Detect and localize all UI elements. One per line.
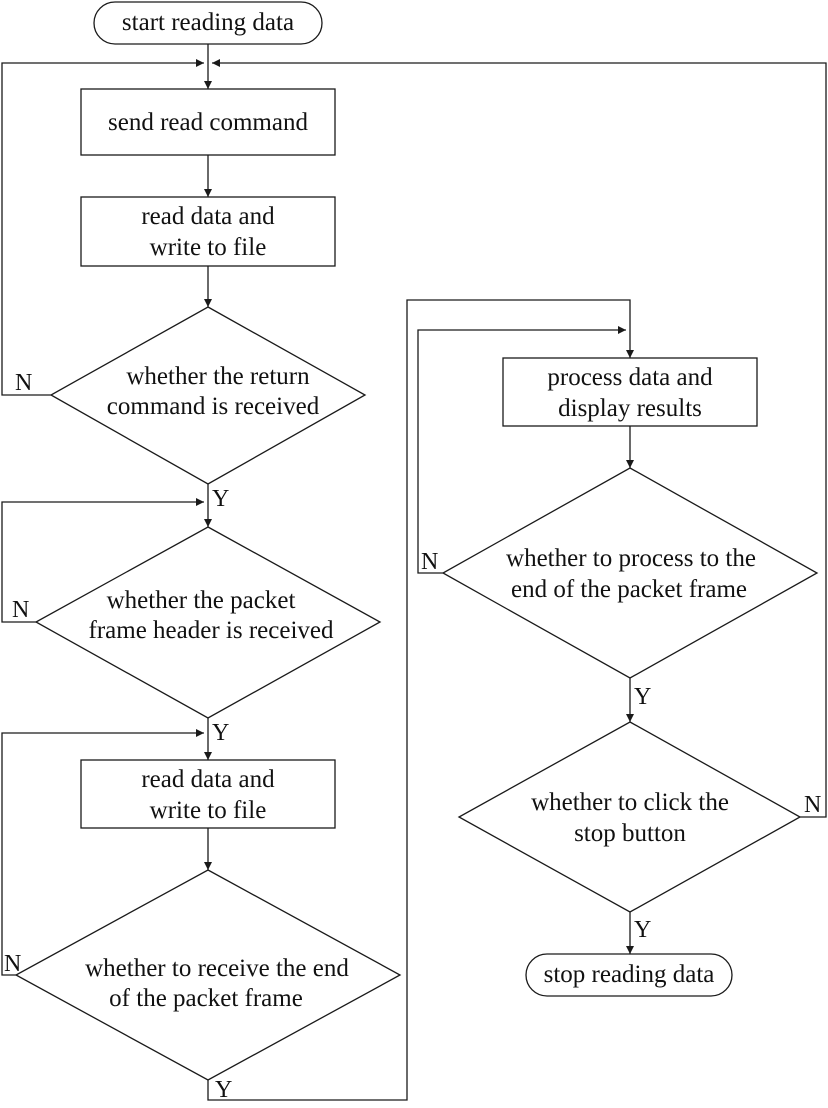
connector-frame-end-yes bbox=[207, 299, 634, 1101]
loop-frame-end-no bbox=[1, 729, 204, 976]
label-n-stop: N bbox=[804, 792, 821, 818]
frame-header-line-2: frame header is received bbox=[89, 617, 334, 644]
process-display-box bbox=[502, 357, 758, 427]
read-write-box-2 bbox=[80, 759, 336, 829]
label-n-header: N bbox=[12, 597, 29, 623]
send-command-box bbox=[80, 88, 336, 156]
stop-button-decision bbox=[457, 721, 802, 913]
read-write-1-line-2: write to file bbox=[150, 234, 267, 261]
label-n-frame-end: N bbox=[4, 951, 21, 977]
send-command-label: send read command bbox=[108, 109, 308, 136]
process-end-line-1: whether to process to the bbox=[506, 545, 756, 572]
process-end-decision bbox=[441, 467, 819, 679]
stop-label: stop reading data bbox=[544, 961, 715, 988]
process-end-line-2: end of the packet frame bbox=[511, 576, 747, 603]
label-n-return: N bbox=[15, 370, 32, 396]
label-y-stop: Y bbox=[634, 917, 651, 943]
read-write-1-line-1: read data and bbox=[141, 203, 275, 230]
loop-return-no bbox=[1, 59, 204, 396]
label-y-header: Y bbox=[212, 720, 229, 746]
stop-terminal bbox=[525, 953, 733, 997]
label-y-process-end: Y bbox=[634, 684, 651, 710]
process-display-line-2: display results bbox=[558, 395, 702, 422]
process-display-line-1: process data and bbox=[547, 364, 713, 391]
stop-button-line-1: whether to click the bbox=[531, 789, 729, 816]
loop-stop-no bbox=[212, 59, 827, 818]
read-write-2-line-1: read data and bbox=[141, 766, 275, 793]
label-n-process-end: N bbox=[421, 549, 438, 575]
frame-end-line-2: of the packet frame bbox=[109, 985, 303, 1012]
loop-header-no bbox=[1, 498, 204, 623]
start-label: start reading data bbox=[122, 9, 294, 36]
frame-header-line-1: whether the packet bbox=[107, 587, 296, 614]
label-y-return: Y bbox=[212, 486, 229, 512]
return-command-line-1: whether the return bbox=[126, 363, 310, 390]
frame-end-line-1: whether to receive the end bbox=[85, 955, 349, 982]
return-command-line-2: command is received bbox=[107, 393, 320, 420]
stop-button-line-2: stop button bbox=[574, 820, 686, 847]
loop-process-end-no bbox=[417, 326, 626, 574]
read-write-2-line-2: write to file bbox=[150, 797, 267, 824]
label-y-frame-end: Y bbox=[215, 1077, 232, 1103]
